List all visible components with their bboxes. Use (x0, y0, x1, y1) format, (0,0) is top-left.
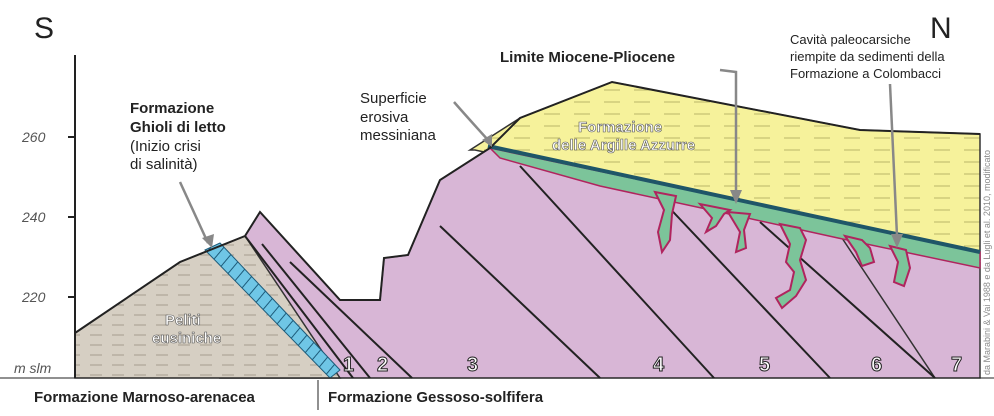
direction-north: N (930, 12, 952, 45)
axis-ticks (68, 137, 75, 297)
ghioli-label-line2: Ghioli di letto (130, 119, 226, 136)
tick-label-260: 260 (21, 129, 46, 145)
argille-label-line2: delle Argille Azzurre (552, 137, 695, 154)
ghioli-label-line1: Formazione (130, 100, 214, 117)
superficie-arrow (454, 102, 488, 140)
argille-label-line1: Formazione (578, 119, 662, 136)
credit-text: da Marabini & Vai 1988 e da Lugli et al.… (982, 150, 992, 375)
limite-miocene-pliocene-label: Limite Miocene-Pliocene (500, 49, 675, 66)
unit-number-3: 3 (467, 354, 478, 376)
tick-label-220: 220 (21, 289, 46, 305)
unit-number-5: 5 (759, 354, 770, 376)
cavita-label-line2: riempite da sedimenti della (790, 49, 945, 64)
peliti-label-line2: eusiniche (152, 330, 221, 347)
unit-number-1: 1 (343, 354, 354, 376)
peliti-label-line1: Peliti (165, 312, 201, 329)
footer-gessoso-solfifera: Formazione Gessoso-solfifera (328, 389, 544, 406)
superficie-label-line1: Superficie (360, 90, 427, 107)
ghioli-arrow (180, 182, 208, 243)
unit-number-2: 2 (377, 354, 388, 376)
unit-number-6: 6 (871, 354, 882, 376)
cavita-label-line3: Formazione a Colombacci (790, 66, 941, 81)
tick-label-240: 240 (21, 209, 46, 225)
ghioli-label: Formazione Ghioli di letto (Inizio crisi… (130, 100, 226, 173)
unit-number-4: 4 (653, 354, 665, 376)
axis-unit-label: m slm (14, 360, 52, 376)
superficie-label-line2: erosiva (360, 109, 409, 126)
direction-south: S (34, 12, 54, 45)
footer-marnoso-arenacea: Formazione Marnoso-arenacea (34, 389, 256, 406)
ghioli-label-line4: di salinità) (130, 156, 198, 173)
cavita-label-line1: Cavità paleocarsiche (790, 32, 911, 47)
ghioli-label-line3: (Inizio crisi (130, 138, 201, 155)
unit-number-7: 7 (951, 354, 962, 376)
superficie-label-line3: messiniana (360, 127, 437, 144)
